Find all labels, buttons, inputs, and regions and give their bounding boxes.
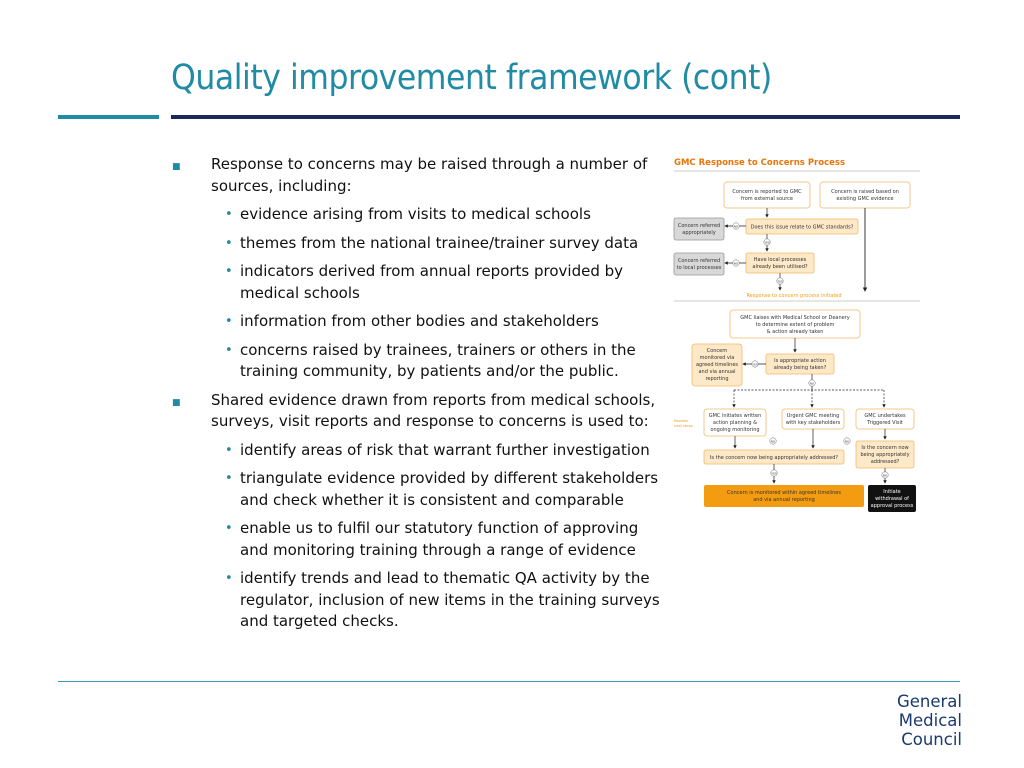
dot-bullet-icon: • <box>225 471 233 486</box>
yes-label-text: YES <box>764 241 769 245</box>
dot-bullet-icon: • <box>225 207 233 222</box>
box-appropriate-action <box>765 353 835 375</box>
sub-bullet-item: •triangulate evidence provided by differ… <box>225 469 659 509</box>
yes-label-text: YES <box>777 280 782 284</box>
box-gmc-standards-text: Does this issue relate to GMC standards? <box>751 225 854 231</box>
sub-bullet-item: •information from other bodies and stake… <box>168 311 668 333</box>
no-label-text: NO <box>771 440 776 444</box>
no-label <box>769 437 777 445</box>
box-local-processes <box>745 252 815 274</box>
box-monitored-final <box>704 485 864 507</box>
sub-bullet-item: •themes from the national trainee/traine… <box>168 233 668 255</box>
box-monitored-final-text: Concern is monitored within agreed timel… <box>727 490 841 503</box>
box-gmc-standards <box>745 218 859 235</box>
sub-bullet-item: •indicators derived from annual reports … <box>225 262 624 302</box>
yes-label-text: YES <box>752 363 757 367</box>
bullet-item: ■Response to concerns may be raised thro… <box>172 155 648 195</box>
no-label <box>732 259 740 267</box>
box-urgent-meeting <box>781 408 845 430</box>
page-title: Quality improvement framework (cont) <box>171 58 772 98</box>
no-label-text: NO <box>810 382 815 386</box>
dot-bullet-icon: • <box>225 521 233 536</box>
flowchart-svg: GMC Response to Concerns Process Concern… <box>673 158 920 512</box>
dot-bullet-icon: • <box>225 264 233 279</box>
dot-bullet-icon: • <box>225 442 233 458</box>
box-addressed-left-text: Is the concern now being appropriately a… <box>710 455 838 461</box>
flowchart-figure: GMC Response to Concerns Process Concern… <box>672 154 922 519</box>
title-rule-navy <box>171 115 960 119</box>
title-rule-teal <box>58 115 159 119</box>
yes-label <box>770 469 778 477</box>
bullet-item: ■Shared evidence drawn from reports from… <box>172 390 656 431</box>
sub-bullet-item: •identify trends and lead to thematic QA… <box>225 569 660 630</box>
sub-bullet-item: •identify areas of risk that warrant fur… <box>168 440 668 462</box>
box-concern-monitored <box>691 343 743 387</box>
no-label <box>843 437 851 445</box>
box-gmc-liaises-text: GMC liaises with Medical School or Deane… <box>740 315 850 335</box>
no-label-text: NO <box>883 474 888 478</box>
box-concern-reported <box>723 181 811 209</box>
no-label <box>732 222 740 230</box>
yes-label <box>751 360 759 368</box>
box-withdrawal <box>868 485 916 512</box>
box-triggered-visit <box>855 408 915 430</box>
yes-label <box>763 238 771 246</box>
no-label-text: NO <box>734 225 739 229</box>
dot-bullet-icon: • <box>225 235 233 251</box>
no-label-text: NO <box>734 262 739 266</box>
box-concern-raised <box>819 181 911 209</box>
dot-bullet-icon: • <box>225 342 233 358</box>
square-bullet-icon: ■ <box>172 162 181 172</box>
gmc-logo: General Medical Council <box>896 692 962 749</box>
dot-bullet-icon: • <box>225 571 233 586</box>
box-referred-local <box>673 252 725 276</box>
square-bullet-icon: ■ <box>172 397 181 408</box>
sub-bullet-item: •concerns raised by trainees, trainers o… <box>225 340 636 381</box>
no-label-text: NO <box>845 440 850 444</box>
box-referred-appropriately <box>673 217 725 241</box>
flowchart-title: GMC Response to Concerns Process <box>674 158 845 168</box>
yes-label-text: YES <box>771 472 776 476</box>
sub-bullet-item: •enable us to fulfil our statutory funct… <box>225 519 639 559</box>
bullet-list: ■Response to concerns may be raised thro… <box>168 154 668 640</box>
no-label <box>881 471 889 479</box>
response-initiated-label: Response to concern process initiated <box>746 293 841 299</box>
dot-bullet-icon: • <box>225 314 233 329</box>
sub-bullet-item: •evidence arising from visits to medical… <box>168 204 668 226</box>
footer-rule <box>58 681 960 682</box>
yes-label <box>776 277 784 285</box>
no-label <box>808 379 816 387</box>
